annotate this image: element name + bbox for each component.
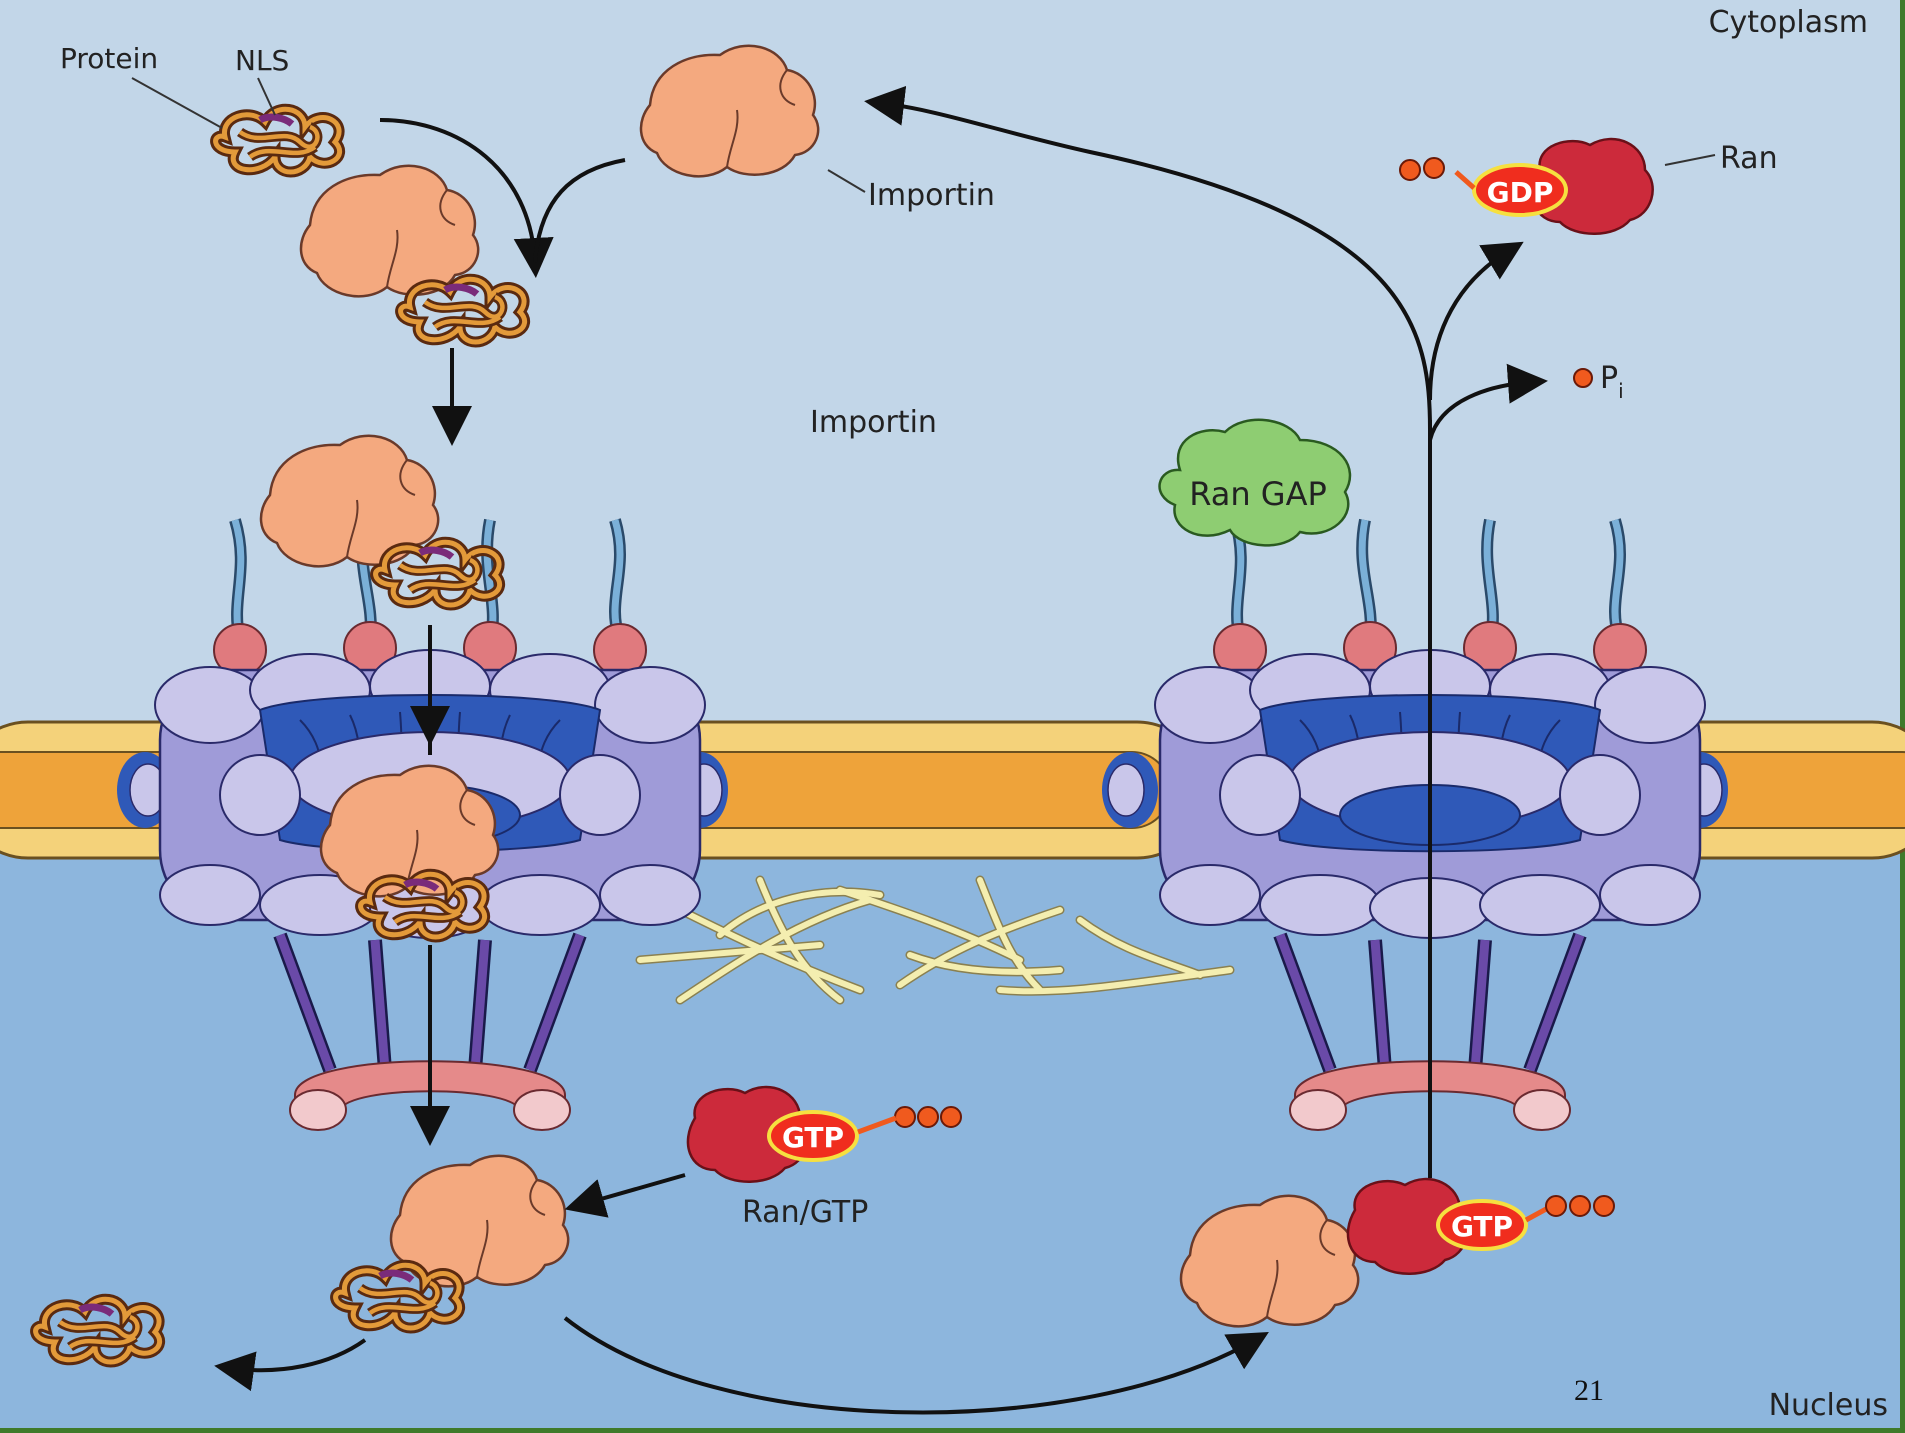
- importin-label-top: Importin: [868, 178, 995, 213]
- gtp-label-left: GTP: [782, 1121, 844, 1154]
- gtp-label-right: GTP: [1451, 1210, 1513, 1243]
- ran-gtp-label: Ran/GTP: [742, 1195, 868, 1230]
- protein-label: Protein: [60, 42, 158, 75]
- ran-label: Ran: [1720, 141, 1778, 176]
- nls-label: NLS: [235, 44, 289, 77]
- importin-label-middle: Importin: [810, 405, 937, 440]
- gdp-label: GDP: [1487, 176, 1554, 209]
- phosphate-dot: [1574, 369, 1592, 387]
- nucleus-label: Nucleus: [1769, 1388, 1888, 1423]
- page-number: 21: [1574, 1374, 1604, 1407]
- ran-gap-label: Ran GAP: [1189, 475, 1327, 513]
- cytoplasm-label: Cytoplasm: [1709, 5, 1868, 40]
